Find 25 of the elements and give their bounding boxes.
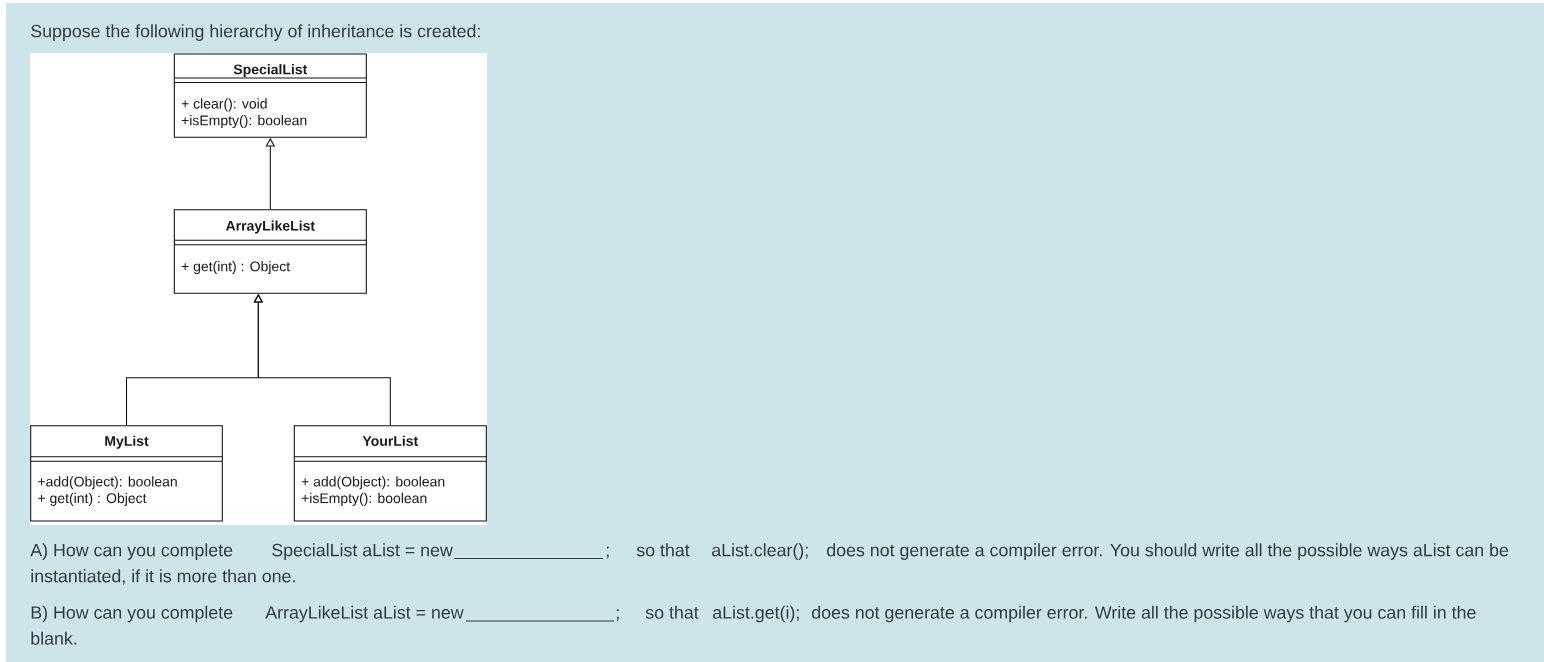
question-text: A) How can you complete (30, 543, 233, 560)
question-text: instantiated, if it is more than one. (31, 569, 295, 585)
question-text: does not generate a compiler error. Write all the possible ways that you can fill in the (812, 605, 1476, 623)
question-text: does not generate a compiler error. You should write all the possible ways aList can be (827, 543, 1509, 560)
method-text: +add(Object): boolean (38, 476, 177, 490)
question-text: so that (636, 543, 690, 557)
class-name: SpecialList (233, 64, 308, 78)
code-text: aList.clear(); (712, 543, 808, 560)
method-text: +isEmpty(): boolean (301, 492, 427, 506)
method-text: + get(int) : Object (38, 492, 147, 506)
class-name: YourList (362, 435, 418, 446)
code-text: ; (606, 546, 609, 559)
method-text: +isEmpty(): boolean (181, 115, 307, 129)
question-text: so that (645, 605, 699, 619)
question-text: blank. (31, 631, 77, 645)
class-name: MyList (105, 435, 149, 449)
code-text: ; (616, 609, 619, 621)
class-name: ArrayLikeList (225, 220, 315, 234)
code-text: aList.get(i); (713, 605, 799, 623)
method-text: + add(Object): boolean (301, 476, 445, 490)
method-text: + get(int) : Object (181, 261, 291, 275)
code-text: ArrayLikeList aList = new (265, 605, 464, 623)
method-text: + clear(): void (181, 98, 267, 112)
code-text: SpecialList aList = new (272, 543, 453, 560)
question-text: B) How can you complete (31, 605, 233, 623)
